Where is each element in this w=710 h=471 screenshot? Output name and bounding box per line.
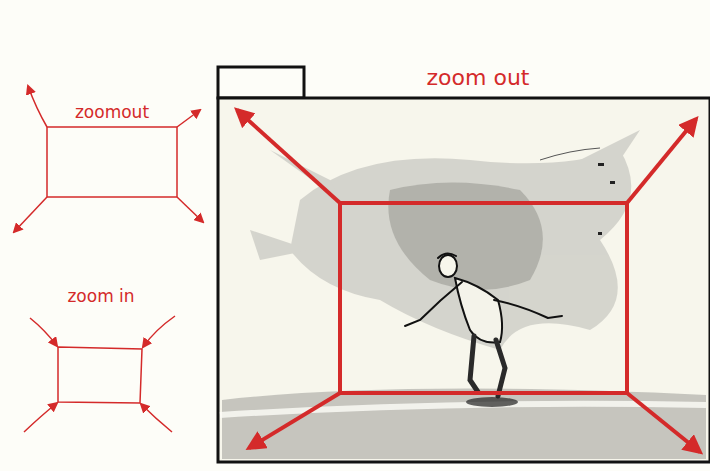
zoomout-arrows <box>237 110 700 452</box>
storyboard-frame <box>218 67 710 462</box>
zoom-label: zoomout <box>75 103 149 122</box>
zoom-label: zoom out <box>427 66 530 90</box>
zoom-label: zoom in <box>67 287 134 306</box>
zoomin-sketch <box>24 316 175 432</box>
zoomout-sketch <box>14 86 203 232</box>
